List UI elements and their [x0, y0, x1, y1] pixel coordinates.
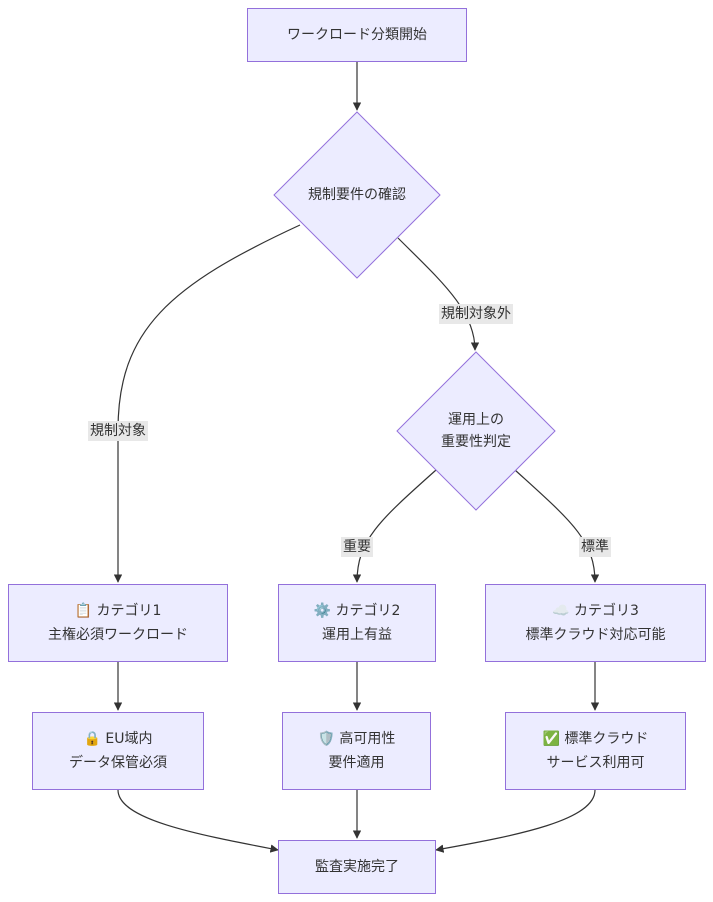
edge-label-regulated: 規制対象 — [88, 421, 148, 441]
reg-check-diamond — [273, 111, 441, 279]
category1-node: 📋 カテゴリ1 主権必須ワークロード — [8, 584, 228, 662]
edge-label-standard: 標準 — [579, 537, 611, 557]
high-availability-label: 🛡️ 高可用性 要件適用 — [317, 731, 396, 771]
op-check-diamond — [396, 351, 556, 511]
start-node: ワークロード分類開始 — [247, 8, 467, 62]
category3-label: ☁️ カテゴリ3 標準クラウド対応可能 — [525, 603, 666, 643]
edge-op-to-cat2 — [352, 469, 437, 583]
reg-check-label: 規制要件の確認 — [308, 187, 406, 203]
category2-node: ⚙️ カテゴリ2 運用上有益 — [278, 584, 436, 662]
standard-cloud-label: ✅ 標準クラウド サービス利用可 — [542, 731, 649, 771]
eu-data-label: 🔒 EU域内 データ保管必須 — [69, 731, 167, 771]
eu-data-node: 🔒 EU域内 データ保管必須 — [32, 712, 204, 790]
high-availability-node: 🛡️ 高可用性 要件適用 — [282, 712, 431, 790]
op-check-label: 運用上の 重要性判定 — [441, 412, 511, 450]
edge-reg-to-cat1 — [113, 224, 301, 583]
category1-label: 📋 カテゴリ1 主権必須ワークロード — [48, 603, 188, 643]
start-node-label: ワークロード分類開始 — [287, 27, 427, 43]
end-node-label: 監査実施完了 — [315, 859, 399, 875]
edge-std-to-end — [435, 789, 596, 853]
standard-cloud-node: ✅ 標準クラウド サービス利用可 — [505, 712, 686, 790]
edge-op-to-cat3 — [514, 469, 600, 583]
edge-label-important: 重要 — [341, 537, 373, 557]
category2-label: ⚙️ カテゴリ2 運用上有益 — [313, 603, 401, 643]
end-node: 監査実施完了 — [278, 840, 436, 894]
edge-eu-to-end — [117, 789, 279, 853]
category3-node: ☁️ カテゴリ3 標準クラウド対応可能 — [485, 584, 706, 662]
edge-label-not-regulated: 規制対象外 — [439, 304, 513, 324]
edge-reg-to-op — [397, 237, 480, 351]
